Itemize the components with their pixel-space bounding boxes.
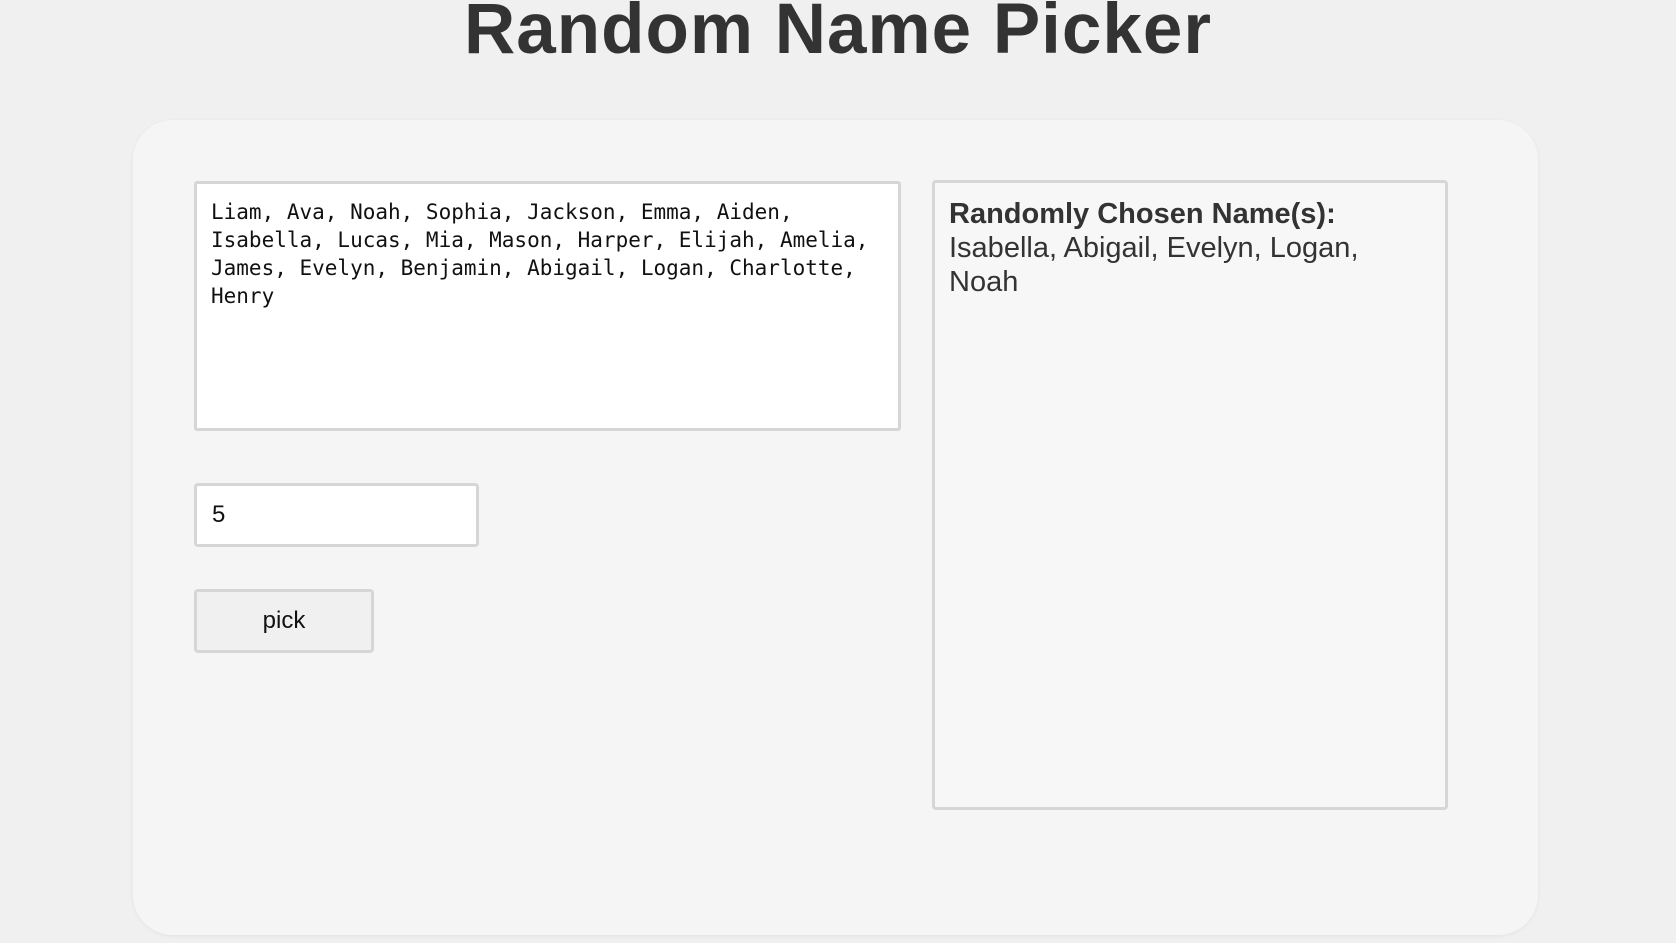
pick-button[interactable]: pick	[194, 589, 374, 653]
page-title: Random Name Picker	[463, 0, 1212, 69]
result-names: Isabella, Abigail, Evelyn, Logan, Noah	[949, 232, 1359, 298]
count-input[interactable]	[194, 483, 479, 547]
result-panel: Randomly Chosen Name(s): Isabella, Abiga…	[932, 180, 1448, 810]
picker-card: Liam, Ava, Noah, Sophia, Jackson, Emma, …	[133, 120, 1538, 935]
result-heading: Randomly Chosen Name(s):	[949, 198, 1336, 230]
names-textarea[interactable]: Liam, Ava, Noah, Sophia, Jackson, Emma, …	[194, 181, 901, 431]
